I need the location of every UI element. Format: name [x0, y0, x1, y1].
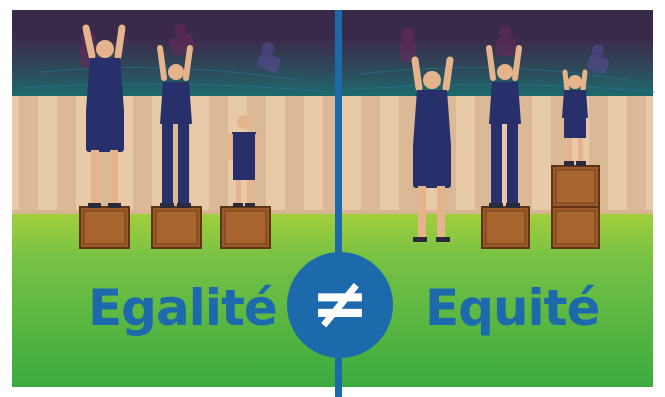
- crate-left-3: [220, 206, 271, 249]
- tall-person-right: [411, 56, 454, 242]
- crate-right-2-top: [551, 165, 600, 208]
- small-person-right: [562, 69, 588, 166]
- tall-person-left: [82, 24, 126, 208]
- medium-person-left: [157, 45, 193, 208]
- crate-right-2-bottom: [551, 206, 600, 249]
- small-person-left: [228, 115, 260, 207]
- equality-panel: [79, 24, 271, 249]
- equity-label: Equité: [425, 279, 600, 337]
- equality-label: Egalité: [88, 279, 278, 337]
- equity-panel: [411, 45, 600, 249]
- crate-left-1: [79, 206, 130, 249]
- center-divider: [335, 10, 342, 397]
- crate-left-2: [151, 206, 202, 249]
- not-equal-badge: ≠: [287, 252, 393, 358]
- medium-person-right: [486, 45, 522, 208]
- crate-right-1: [481, 206, 530, 249]
- not-equal-icon: ≠: [310, 262, 370, 344]
